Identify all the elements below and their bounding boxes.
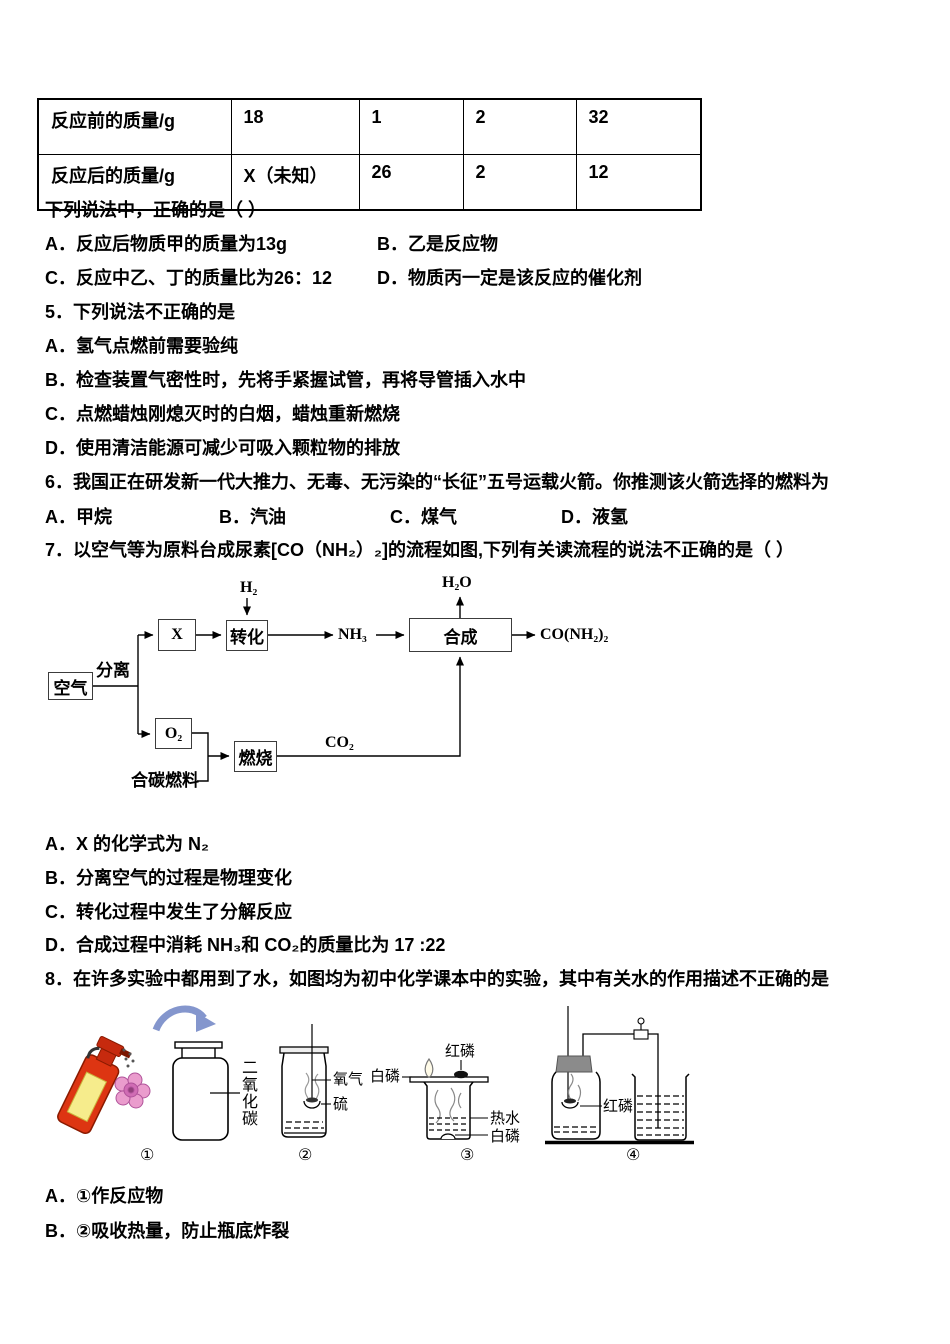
- spray-bottle-icon: [57, 1036, 132, 1134]
- figure-1-number: ①: [140, 1147, 155, 1164]
- q4-stem: 下列说法中，正确的是（ ）: [45, 200, 266, 220]
- table-cell: 反应前的质量/g: [37, 98, 232, 155]
- table-cell: 反应后的质量/g: [37, 154, 232, 211]
- q8-option-b: B．②吸收热量，防止瓶底炸裂: [45, 1221, 290, 1241]
- table-row: 反应后的质量/g X（未知） 26 2 12: [37, 154, 702, 211]
- label-hot-water: 热水: [490, 1110, 521, 1127]
- flow-label-h2: H₂: [240, 579, 258, 596]
- q5-option-d: D．使用清洁能源可减少可吸入颗粒物的排放: [45, 438, 400, 458]
- flow-box-burn: 燃烧: [234, 741, 277, 772]
- mass-table: 反应前的质量/g 18 1 2 32 反应后的质量/g X（未知） 26 2 1…: [37, 98, 702, 211]
- table-cell: 26: [358, 154, 464, 211]
- flow-box-air: 空气: [48, 672, 93, 700]
- q6-option-a: A．甲烷: [45, 507, 112, 527]
- table-cell: 2: [462, 154, 577, 211]
- label-white-phosphorus-bottom: 白磷: [490, 1128, 521, 1145]
- q8-stem: 8．在许多实验中都用到了水，如图均为初中化学课本中的实验，其中有关水的作用描述不…: [45, 969, 830, 989]
- q5-option-b: B．检查装置气密性时，先将手紧握试管，再将导管插入水中: [45, 370, 526, 390]
- q5-option-c: C．点燃蜡烛刚熄灭时的白烟，蜡烛重新燃烧: [45, 404, 400, 424]
- q7-option-d: D．合成过程中消耗 NH₃和 CO₂的质量比为 17 :22: [45, 935, 446, 955]
- table-row: 反应前的质量/g 18 1 2 32: [37, 98, 702, 155]
- q7-stem: 7．以空气等为原料台成尿素[CO（NH₂）₂]的流程如图,下列有关读流程的说法不…: [45, 540, 794, 560]
- label-sulfur: 硫: [333, 1096, 349, 1113]
- flow-box-convert: 转化: [226, 620, 268, 651]
- q6-option-b: B．汽油: [219, 507, 286, 527]
- table-cell: 32: [575, 98, 702, 155]
- table-cell: 12: [575, 154, 702, 211]
- flow-lines: [93, 596, 536, 782]
- figure-4-number: ④: [626, 1147, 641, 1164]
- q7-option-c: C．转化过程中发生了分解反应: [45, 902, 292, 922]
- flow-box-o2: O₂: [155, 718, 192, 749]
- urea-flow-diagram: 空气 X 转化 合成 O₂ 燃烧 分离 H₂ NH₃ H₂O CO(NH₂)₂ …: [40, 572, 640, 807]
- table-cell: 1: [358, 98, 464, 155]
- q4-option-c: C．反应中乙、丁的质量比为26：12: [45, 268, 333, 288]
- flow-box-synthesize: 合成: [409, 618, 512, 652]
- flower-icon: [114, 1072, 151, 1109]
- figure-3-number: ③: [460, 1147, 475, 1164]
- flow-label-nh3: NH₃: [338, 626, 367, 643]
- experiment-figures: 二氧化碳 氧气 硫 白磷 红磷 热水 白磷 红磷 ① ② ③ ④: [40, 1000, 720, 1180]
- label-carbon-dioxide: 二氧化碳: [242, 1060, 259, 1128]
- phosphorus-bottle-icon: [545, 1006, 694, 1145]
- q6-option-d: D．液氢: [561, 507, 628, 527]
- q6-option-c: C．煤气: [390, 507, 457, 527]
- hot-water-beaker-icon: [402, 1057, 489, 1140]
- pour-arrow-icon: [152, 1005, 216, 1032]
- q4-option-a: A．反应后物质甲的质量为13g: [45, 234, 288, 254]
- label-red-phosphorus-bottle: 红磷: [603, 1098, 634, 1115]
- q8-option-a: A．①作反应物: [45, 1186, 164, 1206]
- q7-option-a: A．X 的化学式为 N₂: [45, 834, 210, 854]
- table-cell: X（未知）: [230, 154, 360, 211]
- flow-label-h2o: H₂O: [442, 574, 472, 591]
- figure-2-number: ②: [298, 1147, 313, 1164]
- flow-label-separate: 分离: [96, 661, 130, 680]
- co2-jar-icon: [172, 1041, 240, 1141]
- q4-option-b: B．乙是反应物: [377, 234, 498, 254]
- q5-option-a: A．氢气点燃前需要验纯: [45, 336, 238, 356]
- flow-box-x: X: [158, 619, 196, 651]
- q7-option-b: B．分离空气的过程是物理变化: [45, 868, 292, 888]
- flow-label-product: CO(NH₂)₂: [540, 626, 609, 643]
- label-red-phosphorus: 红磷: [445, 1043, 476, 1060]
- q6-stem: 6．我国正在研发新一代大推力、无毒、无污染的“长征”五号运载火箭。你推测该火箭选…: [45, 472, 830, 492]
- table-cell: 18: [230, 98, 360, 155]
- spray-mist-icon: [122, 1048, 135, 1068]
- experiment-drawings: [57, 1005, 694, 1145]
- flow-label-carbon-fuel: 合碳燃料: [131, 771, 199, 790]
- table-cell: 2: [462, 98, 577, 155]
- label-oxygen: 氧气: [333, 1071, 364, 1088]
- q5-stem: 5．下列说法不正确的是: [45, 302, 236, 322]
- label-white-phosphorus: 白磷: [370, 1068, 401, 1085]
- flow-label-co2: CO₂: [325, 734, 354, 751]
- oxygen-jar-icon: [279, 1024, 331, 1138]
- q4-option-d: D．物质丙一定是该反应的催化剂: [377, 268, 642, 288]
